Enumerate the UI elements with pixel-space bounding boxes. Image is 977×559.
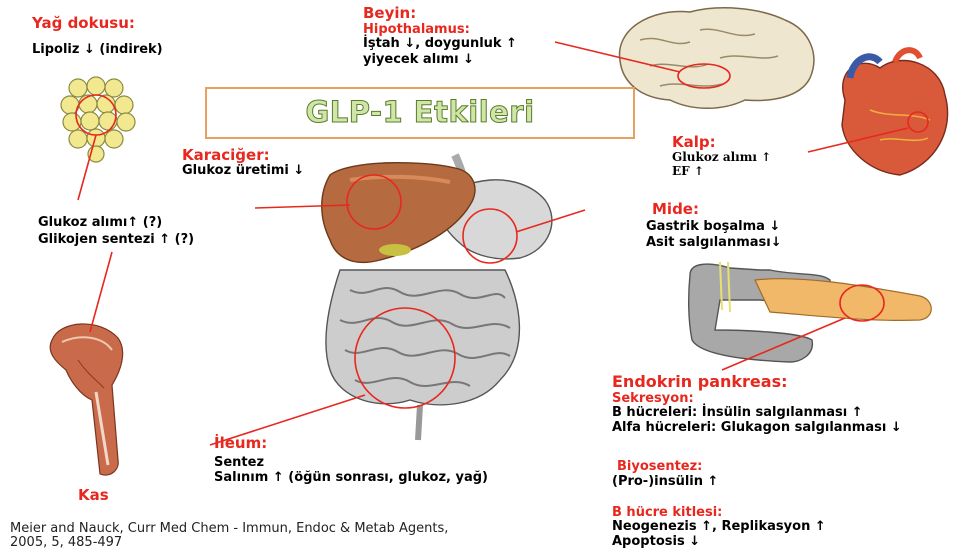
ileum-heading: İleum: bbox=[214, 434, 267, 452]
pancreas-illustration bbox=[689, 262, 932, 362]
pancreas-line1: B hücreleri: İnsülin salgılanması ↑ bbox=[612, 405, 863, 420]
ileum-line1: Sentez bbox=[214, 455, 264, 470]
pancreas-line3: (Pro-)insülin ↑ bbox=[612, 474, 718, 489]
muscle-label: Kas bbox=[78, 486, 109, 504]
pancreas-secretion: Sekresyon: bbox=[612, 391, 694, 406]
muscle-line2: Glikojen sentezi ↑ (?) bbox=[38, 232, 194, 247]
pancreas-mass: B hücre kitlesi: bbox=[612, 505, 722, 520]
muscle-line1: Glukoz alımı↑ (?) bbox=[38, 215, 162, 230]
heart-heading: Kalp: bbox=[672, 133, 716, 151]
pancreas-heading: Endokrin pankreas: bbox=[612, 372, 787, 391]
reference-citation: Meier and Nauck, Curr Med Chem - Immun, … bbox=[10, 522, 448, 550]
heart-line1: Glukoz alımı ↑ bbox=[672, 150, 771, 164]
pancreas-line5: Apoptosis ↓ bbox=[612, 534, 700, 549]
ileum-line2: Salınım ↑ (öğün sonrası, glukoz, yağ) bbox=[214, 470, 488, 485]
fat-line1: Lipoliz ↓ (indirek) bbox=[32, 42, 163, 57]
pancreas-line2: Alfa hücreleri: Glukagon salgılanması ↓ bbox=[612, 420, 902, 435]
liver-heading: Karaciğer: bbox=[182, 146, 270, 164]
brain-heading: Beyin: bbox=[363, 4, 416, 22]
liver-line1: Glukoz üretimi ↓ bbox=[182, 163, 304, 178]
brain-sub: Hipothalamus: bbox=[363, 22, 470, 37]
brain-illustration bbox=[620, 8, 814, 108]
pancreas-line4: Neogenezis ↑, Replikasyon ↑ bbox=[612, 519, 826, 534]
reference-line2: 2005, 5, 485-497 bbox=[10, 536, 448, 550]
page-title: GLP-1 Etkileri bbox=[207, 95, 633, 129]
pancreas-biosynth: Biyosentez: bbox=[617, 459, 702, 474]
stomach-line1: Gastrik boşalma ↓ bbox=[646, 219, 780, 234]
reference-line1: Meier and Nauck, Curr Med Chem - Immun, … bbox=[10, 522, 448, 536]
muscle-illustration bbox=[50, 324, 122, 475]
heart-illustration bbox=[842, 50, 948, 175]
title-box: GLP-1 Etkileri bbox=[205, 87, 635, 139]
stomach-line2: Asit salgılanması↓ bbox=[646, 235, 782, 250]
brain-line1: İştah ↓, doygunluk ↑ bbox=[363, 36, 517, 51]
stomach-heading: Mide: bbox=[652, 200, 699, 218]
brain-line2: yiyecek alımı ↓ bbox=[363, 52, 474, 67]
fat-tissue-illustration bbox=[61, 77, 135, 162]
fat-heading: Yağ dokusu: bbox=[32, 14, 135, 32]
heart-line2: EF ↑ bbox=[672, 164, 704, 178]
